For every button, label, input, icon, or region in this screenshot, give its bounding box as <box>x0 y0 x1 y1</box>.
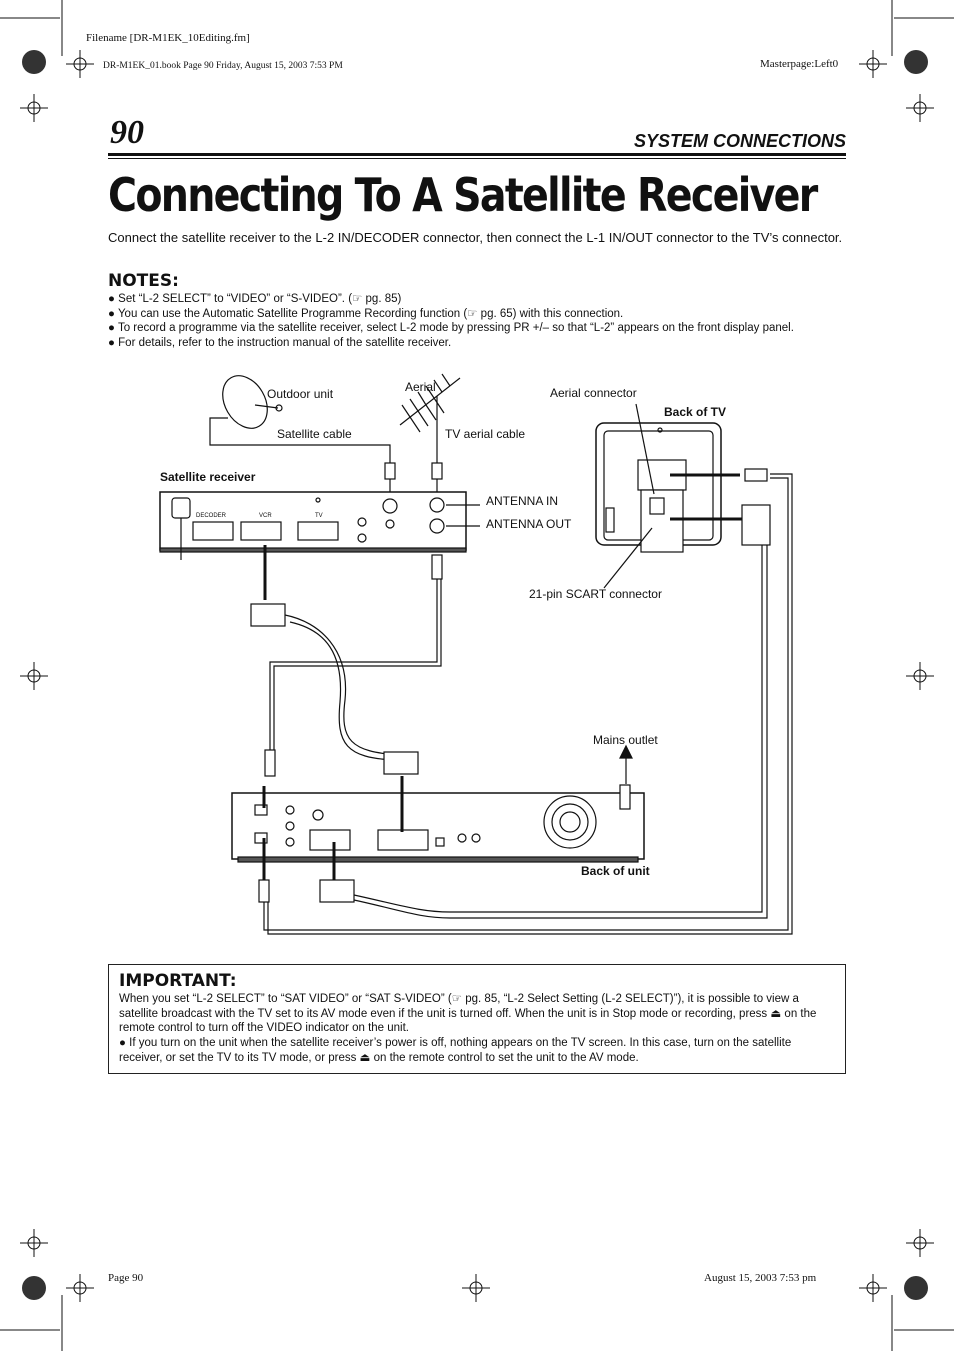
color-target-icon <box>904 50 928 74</box>
color-target-icon <box>22 1276 46 1300</box>
section-heading: SYSTEM CONNECTIONS <box>633 131 846 151</box>
unit-back <box>231 784 645 863</box>
page-number: 90 <box>110 114 144 151</box>
important-para-1: When you set “L-2 SELECT” to “SAT VIDEO”… <box>119 993 817 1034</box>
footer-date: August 15, 2003 7:53 pm <box>704 1272 817 1284</box>
important-box: IMPORTANT: When you set “L-2 SELECT” to … <box>108 964 846 1074</box>
note-item: ● For details, refer to the instruction … <box>108 336 452 349</box>
crosshair-icon <box>906 94 934 122</box>
crosshair-icon <box>859 50 887 78</box>
note-text: You can use the Automatic Satellite Prog… <box>117 307 624 320</box>
page-title: Connecting To A Satellite Receiver <box>108 168 818 222</box>
label-tv-aerial-cable: TV aerial cable <box>445 427 526 441</box>
label-back-of-tv: Back of TV <box>664 405 727 419</box>
note-item: ● You can use the Automatic Satellite Pr… <box>108 307 624 320</box>
intro-text: Connect the satellite receiver to the L-… <box>108 230 843 245</box>
crosshair-icon <box>66 1274 94 1302</box>
note-item: ● Set “L-2 SELECT” to “VIDEO” or “S-VIDE… <box>108 293 402 305</box>
label-antenna-in: ANTENNA IN <box>486 494 559 508</box>
crosshair-icon <box>462 1274 490 1302</box>
color-target-icon <box>22 50 46 74</box>
book-line: DR-M1EK_01.book Page 90 Friday, August 1… <box>103 61 343 71</box>
tv-back <box>595 422 722 553</box>
crosshair-icon <box>20 1229 48 1257</box>
header-rule <box>108 153 846 156</box>
label-rx-tv: TV <box>315 513 323 519</box>
label-back-of-unit: Back of unit <box>581 864 650 878</box>
label-aerial: Aerial <box>405 380 436 394</box>
label-satellite-cable: Satellite cable <box>277 427 352 441</box>
filename-line: Filename [DR-M1EK_10Editing.fm] <box>86 32 250 44</box>
crosshair-icon <box>20 662 48 690</box>
crosshair-icon <box>859 1274 887 1302</box>
footer-page: Page 90 <box>108 1272 144 1284</box>
label-antenna-out: ANTENNA OUT <box>486 517 572 531</box>
label-rx-vcr: VCR <box>259 513 272 519</box>
aerial-icon <box>399 373 461 465</box>
crosshair-icon <box>66 50 94 78</box>
notes-list: ● Set “L-2 SELECT” to “VIDEO” or “S-VIDE… <box>108 292 794 350</box>
note-text: Set “L-2 SELECT” to “VIDEO” or “S-VIDEO”… <box>118 293 402 305</box>
crosshair-icon <box>20 94 48 122</box>
masterpage-line: Masterpage:Left0 <box>760 58 839 70</box>
crosshair-icon <box>906 662 934 690</box>
notes-heading: NOTES: <box>108 271 179 291</box>
color-target-icon <box>904 1276 928 1300</box>
label-aerial-connector: Aerial connector <box>550 386 637 400</box>
note-text: For details, refer to the instruction ma… <box>118 336 452 349</box>
important-para-2-text: If you turn on the unit when the satelli… <box>119 1037 792 1064</box>
important-para-2: ● If you turn on the unit when the satel… <box>119 1037 792 1064</box>
important-heading: IMPORTANT: <box>119 971 237 991</box>
satellite-receiver <box>159 491 467 560</box>
label-mains-outlet: Mains outlet <box>593 733 658 747</box>
label-satellite-receiver: Satellite receiver <box>160 470 256 484</box>
crosshair-icon <box>906 1229 934 1257</box>
label-scart-connector: 21-pin SCART connector <box>529 587 662 601</box>
header-rule-thin <box>108 158 846 159</box>
note-text: To record a programme via the satellite … <box>117 322 794 334</box>
satellite-dish-icon <box>209 375 391 465</box>
label-outdoor-unit: Outdoor unit <box>267 387 334 401</box>
label-rx-decoder: DECODER <box>196 513 227 519</box>
note-item: ● To record a programme via the satellit… <box>108 322 794 334</box>
